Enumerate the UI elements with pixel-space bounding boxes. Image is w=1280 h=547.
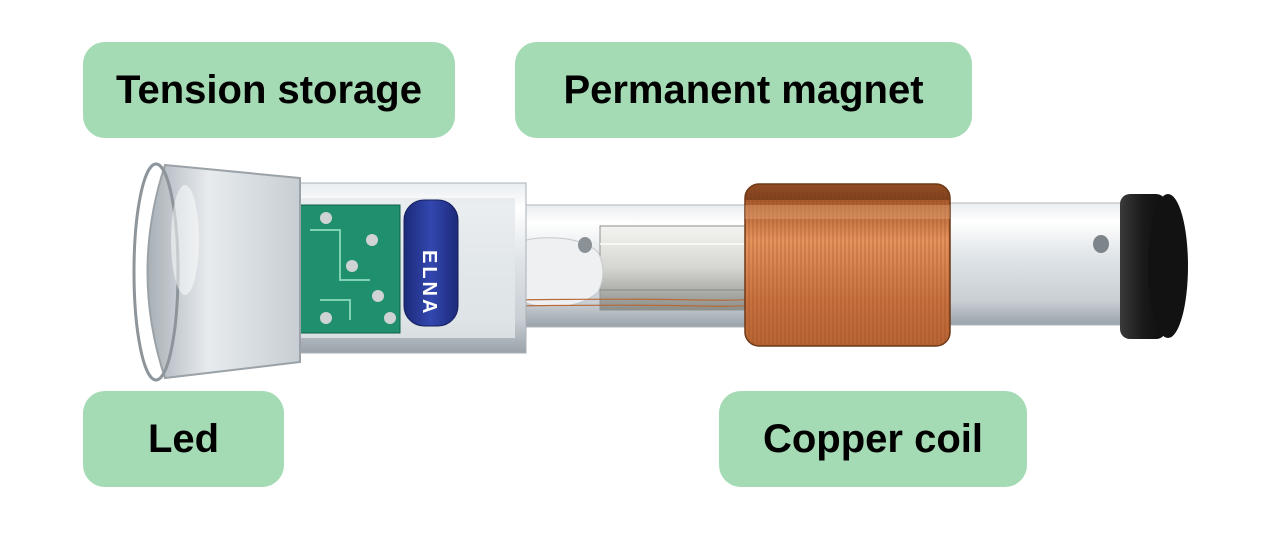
label-tension-storage: Tension storage [83, 42, 455, 138]
solder-point [372, 290, 384, 302]
copper-coil [744, 183, 951, 347]
solder-point [320, 312, 332, 324]
label-led-text: Led [147, 416, 220, 461]
label-copper-coil: Copper coil [719, 391, 1027, 487]
end-cap-face [1148, 194, 1188, 338]
label-copper-coil-text: Copper coil [762, 416, 984, 461]
capacitor-brand-text: ELNA [418, 250, 440, 316]
label-tension-storage-text: Tension storage [116, 67, 422, 112]
solder-point [320, 212, 332, 224]
solder-point [346, 260, 358, 272]
elna-capacitor [403, 199, 459, 327]
label-permanent-magnet-text: Permanent magnet [563, 67, 924, 112]
tube-hole [578, 237, 592, 253]
label-permanent-magnet: Permanent magnet [515, 42, 972, 138]
label-led: Led [83, 391, 284, 487]
tube-hole [1093, 235, 1109, 253]
coil-highlight [745, 205, 950, 219]
permanent-magnet [599, 225, 751, 311]
solder-point [384, 312, 396, 324]
solder-point [366, 234, 378, 246]
board-traces [310, 229, 370, 320]
lens-glare [171, 185, 199, 295]
